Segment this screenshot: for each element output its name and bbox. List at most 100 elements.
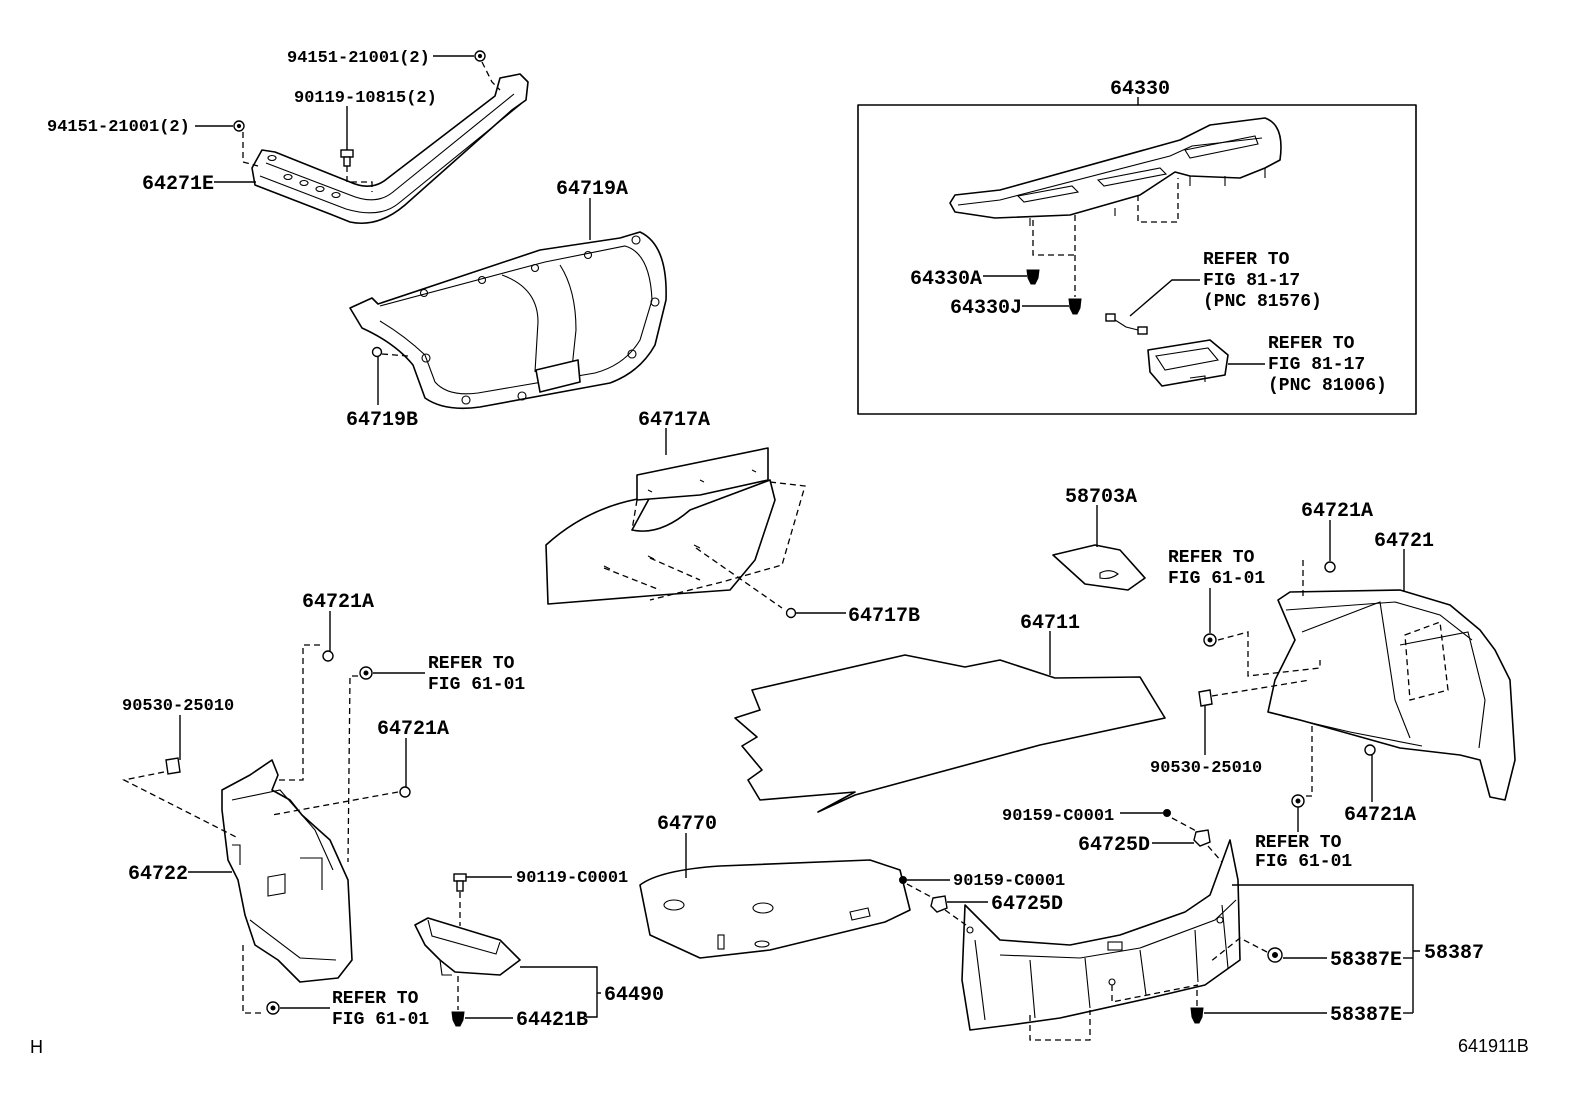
deck-board-hole — [663, 899, 685, 911]
storage-box-tab — [439, 959, 452, 976]
leader-line — [520, 966, 601, 1018]
refer-note-pnc-81006: REFER TO FIG 81-17 (PNC 81006) — [1268, 334, 1387, 396]
nut-center — [236, 123, 242, 129]
diagram-code: 641911B — [1458, 1036, 1529, 1056]
callout-label: 90119-10815(2) — [294, 89, 437, 108]
part-58703a-mat-piece — [1052, 544, 1146, 591]
deck-board-slot — [717, 934, 725, 950]
callout-label: 64725D — [1078, 834, 1150, 857]
assembly-box-64330 — [857, 104, 1417, 415]
side-trim-edge — [1285, 601, 1473, 641]
tray-recess — [1096, 167, 1168, 187]
fastener-screw-64721a-right-top — [1324, 561, 1336, 573]
dashed-guide — [271, 791, 399, 816]
dashed-guide — [1032, 220, 1075, 256]
callout-label: 64421B — [516, 1009, 588, 1032]
side-trim-outline — [1267, 589, 1516, 801]
callout-label: 64721A — [302, 591, 374, 614]
callout-label: 64719B — [346, 409, 418, 432]
rear-panel-hole — [1216, 916, 1224, 924]
dashed-guide — [481, 61, 501, 91]
callout-label: 64330A — [910, 268, 982, 291]
rail-hole — [283, 173, 293, 181]
refer-note-line: FIG 61-01 — [1168, 569, 1265, 589]
screw-icon — [399, 786, 411, 798]
side-trim-edge — [1399, 631, 1486, 749]
fastener-clip-64330a — [1026, 269, 1040, 285]
fastener-clip-64725d-bottom — [930, 895, 948, 913]
clip-hole — [517, 391, 527, 401]
clip-center — [363, 670, 369, 676]
bolt-shaft — [456, 880, 464, 892]
deck-board-slot — [849, 907, 871, 921]
fastener-clip-64421b — [451, 1011, 465, 1027]
refer-note-line: REFER TO — [1268, 334, 1355, 354]
rear-panel-outline — [961, 839, 1241, 1031]
mat-piece-slot — [1099, 570, 1119, 580]
clip-center — [1295, 798, 1301, 804]
clip-icon — [371, 346, 383, 358]
clip-icon — [451, 1011, 465, 1027]
tray-recess — [1016, 185, 1080, 203]
clip-icon — [1190, 1007, 1204, 1024]
refer-note-line: (PNC 81576) — [1203, 292, 1322, 312]
refer-note-fig-61-01-left-top: REFER TO FIG 61-01 — [428, 654, 525, 695]
dashed-guide — [1217, 631, 1321, 677]
clip-hole — [650, 297, 660, 307]
rail-channel-line — [259, 103, 522, 214]
clip-icon — [785, 607, 797, 619]
dashed-outline — [649, 481, 806, 601]
screw-icon — [1364, 744, 1376, 756]
fastener-clip-64719b — [371, 346, 383, 358]
rail-hole — [299, 179, 309, 187]
callout-label: 58387E — [1330, 1004, 1402, 1027]
callout-label: 64770 — [657, 813, 717, 836]
dashed-guide — [1171, 817, 1223, 863]
refer-note-line: REFER TO — [1168, 548, 1255, 568]
lamp-unit-81006 — [1147, 339, 1229, 387]
lid-trim-inner-edge — [379, 245, 653, 395]
part-64722-left-side-trim — [221, 759, 353, 983]
refer-note-line: (PNC 81006) — [1268, 376, 1387, 396]
clip-hole — [631, 235, 641, 245]
storage-box-inner — [427, 919, 501, 955]
rail-channel-line — [265, 93, 515, 201]
refer-note-line: REFER TO — [1255, 833, 1342, 853]
callout-label: 90119-C0001 — [516, 869, 628, 888]
fastener-nut-58387e-top — [1267, 947, 1283, 963]
assembly-frame — [857, 104, 1417, 415]
dashed-guide — [122, 771, 239, 839]
fastener-nut-94151-left — [233, 120, 245, 132]
fastener-screw-64721a-left-mid — [399, 786, 411, 798]
side-trim-edge — [249, 919, 337, 961]
side-trim-edge — [1281, 715, 1423, 747]
clip-hole — [421, 353, 431, 363]
clip-hole — [530, 263, 540, 273]
rear-panel-hole — [966, 926, 974, 934]
refer-note-line: FIG 61-01 — [428, 675, 525, 695]
tray-edge-line — [957, 137, 1263, 206]
mat-piece-outline — [1052, 544, 1146, 591]
side-trim-edge — [300, 857, 323, 890]
fastener-nut-90159-bottom — [899, 876, 907, 884]
nut-center — [1272, 952, 1278, 958]
fastener-clip-refer-61-01-bottom-left — [266, 1001, 280, 1015]
part-64271e-rail — [251, 73, 529, 224]
dashed-guide — [346, 166, 373, 192]
clip-center — [270, 1005, 276, 1011]
fastener-nut-90159-top — [1163, 809, 1171, 817]
clip-hole — [583, 250, 593, 260]
refer-note-line: FIG 81-17 — [1203, 271, 1300, 291]
rail-hole — [267, 154, 277, 162]
callout-label: 64330J — [950, 297, 1022, 320]
dashed-guide — [1029, 1010, 1091, 1041]
callout-label: 64721A — [1344, 804, 1416, 827]
rear-panel-clip-seat — [1107, 941, 1123, 951]
part-64490-storage-box — [414, 917, 521, 976]
fastener-clip-refer-61-01-left — [359, 666, 373, 680]
fastener-bolt-90119-10815 — [340, 149, 354, 167]
part-64330-package-tray-trim — [949, 117, 1282, 219]
dashed-guide — [242, 945, 265, 1014]
fastener-nut-94151-top — [474, 50, 486, 62]
